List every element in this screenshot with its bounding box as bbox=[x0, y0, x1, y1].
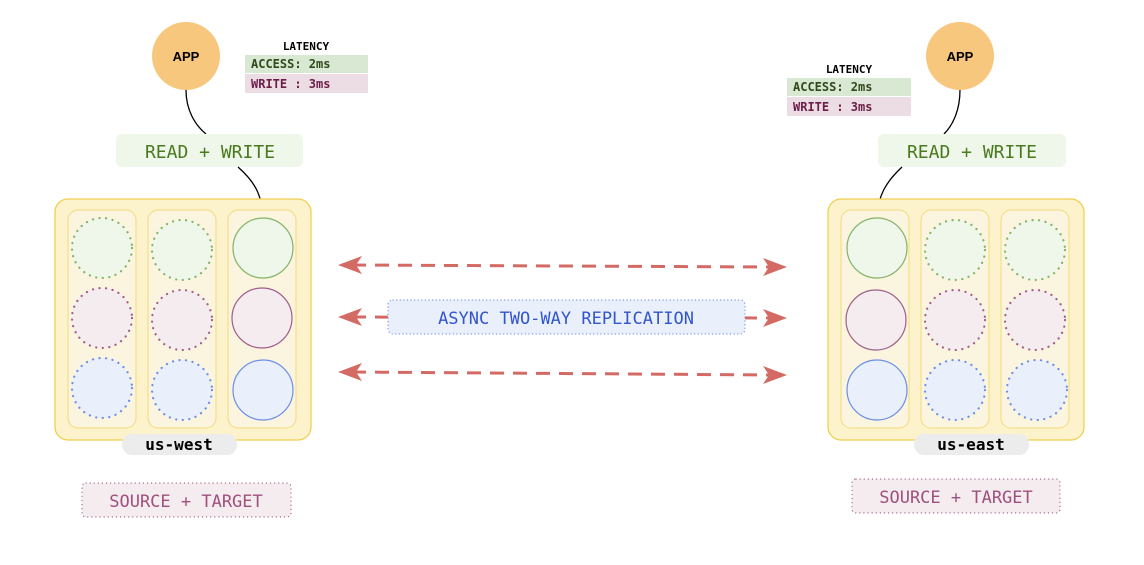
replication-arrowheads bbox=[338, 256, 787, 384]
east-replica-blue bbox=[923, 358, 987, 422]
east-role-badge: SOURCE + TARGET bbox=[851, 478, 1061, 514]
west-replica-blue bbox=[150, 358, 214, 422]
west-leader-purple bbox=[231, 287, 293, 349]
east-replica-green bbox=[923, 218, 987, 282]
east-region-label: us-east bbox=[937, 435, 1004, 454]
west-latency-table: LATENCY ACCESS: 2ms WRITE : 3ms bbox=[245, 40, 368, 93]
east-replica-green bbox=[1003, 218, 1067, 282]
west-region-label: us-west bbox=[145, 435, 212, 454]
west-leader-blue bbox=[232, 359, 294, 421]
east-latency-table: LATENCY ACCESS: 2ms WRITE : 3ms bbox=[787, 63, 911, 116]
west-app-label: APP bbox=[173, 49, 200, 64]
west-replica-purple bbox=[70, 286, 134, 350]
west-role-label: SOURCE + TARGET bbox=[109, 492, 263, 512]
replication-label-badge: ASYNC TWO-WAY REPLICATION bbox=[387, 299, 746, 335]
east-latency-title: LATENCY bbox=[826, 63, 873, 76]
east-role-label: SOURCE + TARGET bbox=[879, 488, 1033, 508]
west-region: us-west bbox=[54, 198, 312, 455]
east-leader-purple bbox=[845, 289, 907, 351]
east-operation-badge: READ + WRITE bbox=[878, 134, 1066, 167]
west-access-latency: ACCESS: 2ms bbox=[251, 57, 330, 71]
east-app-label: APP bbox=[947, 49, 974, 64]
east-leader-green bbox=[846, 217, 908, 279]
east-replica-blue bbox=[1005, 358, 1069, 422]
east-leader-blue bbox=[846, 359, 908, 421]
west-role-badge: SOURCE + TARGET bbox=[81, 482, 292, 518]
west-app-connector bbox=[185, 89, 207, 135]
west-write-latency: WRITE : 3ms bbox=[251, 77, 330, 91]
west-operation-badge: READ + WRITE bbox=[116, 134, 303, 167]
replication-label: ASYNC TWO-WAY REPLICATION bbox=[438, 309, 694, 329]
east-write-latency: WRITE : 3ms bbox=[793, 100, 872, 114]
west-operation-label: READ + WRITE bbox=[145, 142, 275, 163]
east-operation-label: READ + WRITE bbox=[907, 142, 1037, 163]
west-replica-green bbox=[70, 216, 134, 280]
east-app-node: APP bbox=[926, 22, 994, 90]
west-leader-green bbox=[232, 217, 294, 279]
east-replica-purple bbox=[923, 288, 987, 352]
east-app-connector bbox=[943, 89, 961, 135]
east-replica-purple bbox=[1003, 288, 1067, 352]
east-region: us-east bbox=[827, 198, 1085, 455]
west-replica-purple bbox=[150, 288, 214, 352]
west-app-node: APP bbox=[152, 22, 220, 90]
west-replica-green bbox=[150, 218, 214, 282]
west-latency-title: LATENCY bbox=[283, 40, 330, 53]
west-replica-blue bbox=[70, 356, 134, 420]
east-access-latency: ACCESS: 2ms bbox=[793, 80, 872, 94]
